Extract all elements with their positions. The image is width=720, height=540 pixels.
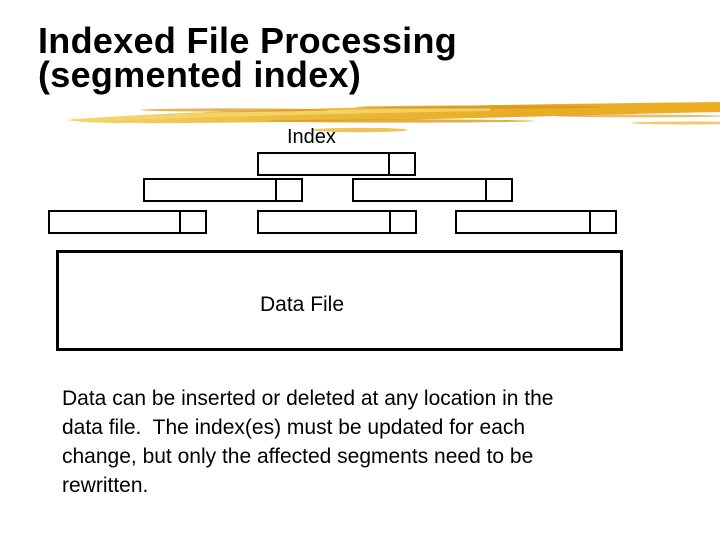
segment-pointer-cell bbox=[485, 180, 511, 200]
index-segment-box-level2-right bbox=[352, 178, 513, 202]
brush-stroke-divider bbox=[66, 102, 720, 133]
index-segment-box-level1-root bbox=[257, 152, 416, 176]
segment-pointer-cell bbox=[589, 212, 615, 232]
segment-pointer-cell bbox=[388, 154, 414, 174]
segment-pointer-cell bbox=[275, 180, 301, 200]
data-file-label: Data File bbox=[260, 293, 345, 316]
index-segment-box-level3-left bbox=[48, 210, 207, 234]
segment-pointer-cell bbox=[179, 212, 205, 232]
index-segment-box-level3-middle bbox=[257, 210, 417, 234]
index-label: Index bbox=[287, 126, 336, 148]
segment-pointer-cell bbox=[389, 212, 415, 232]
index-segment-box-level3-right bbox=[455, 210, 617, 234]
slide-title: Indexed File Processing (segmented index… bbox=[38, 20, 458, 95]
body-text: Data can be inserted or deleted at any l… bbox=[62, 387, 554, 497]
index-segment-box-level2-left bbox=[143, 178, 303, 202]
data-file-box: Data File bbox=[56, 250, 623, 351]
